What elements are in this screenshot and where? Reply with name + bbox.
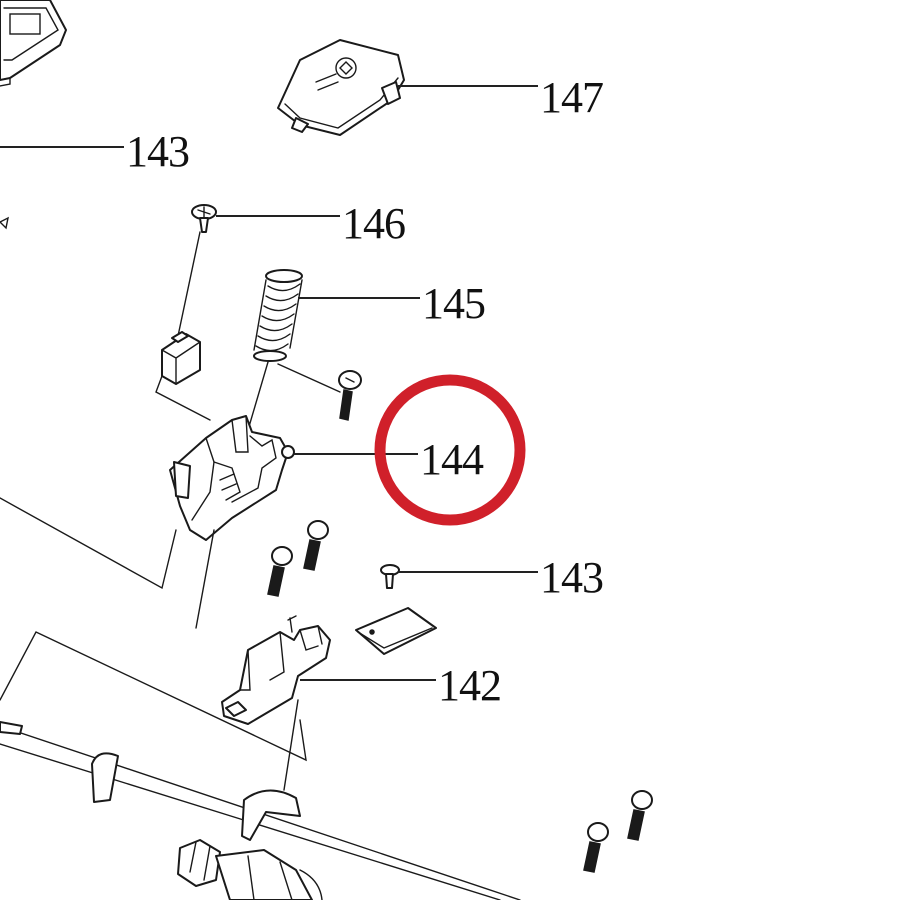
part-142-bracket [221, 615, 331, 725]
callout-143-top: 143 [126, 127, 189, 176]
callout-144: 144 [420, 435, 484, 484]
callout-147: 147 [540, 73, 603, 122]
assembly-line-146 [177, 231, 201, 337]
callout-142: 142 [438, 661, 501, 710]
assembly-line-left [0, 497, 177, 590]
part-143-screw [380, 564, 400, 589]
callout-146: 146 [342, 199, 405, 248]
assembly-line-lower [0, 631, 307, 791]
part-145-spring [253, 269, 303, 362]
part-bolt-e [627, 790, 653, 841]
part-144-bracket [169, 415, 295, 541]
part-bolt-d [583, 822, 609, 873]
assembly-line-145 [247, 361, 341, 431]
part-fragment [0, 216, 9, 230]
highlight-circle-144 [374, 374, 526, 526]
part-switch-block [161, 331, 201, 385]
part-shaft-assembly [0, 721, 521, 900]
part-147-cap [277, 39, 405, 136]
callout-145: 145 [422, 279, 485, 328]
assembly-line-center [195, 529, 215, 629]
part-bolt-b [303, 520, 329, 571]
part-square-pad [355, 607, 437, 655]
part-bolt-c [267, 546, 293, 597]
part-bolt-a [338, 370, 362, 421]
callout-143-mid: 143 [540, 553, 603, 602]
part-146-screw [191, 204, 217, 233]
assembly-line-switch [155, 375, 211, 421]
part-143-housing [0, 0, 67, 87]
